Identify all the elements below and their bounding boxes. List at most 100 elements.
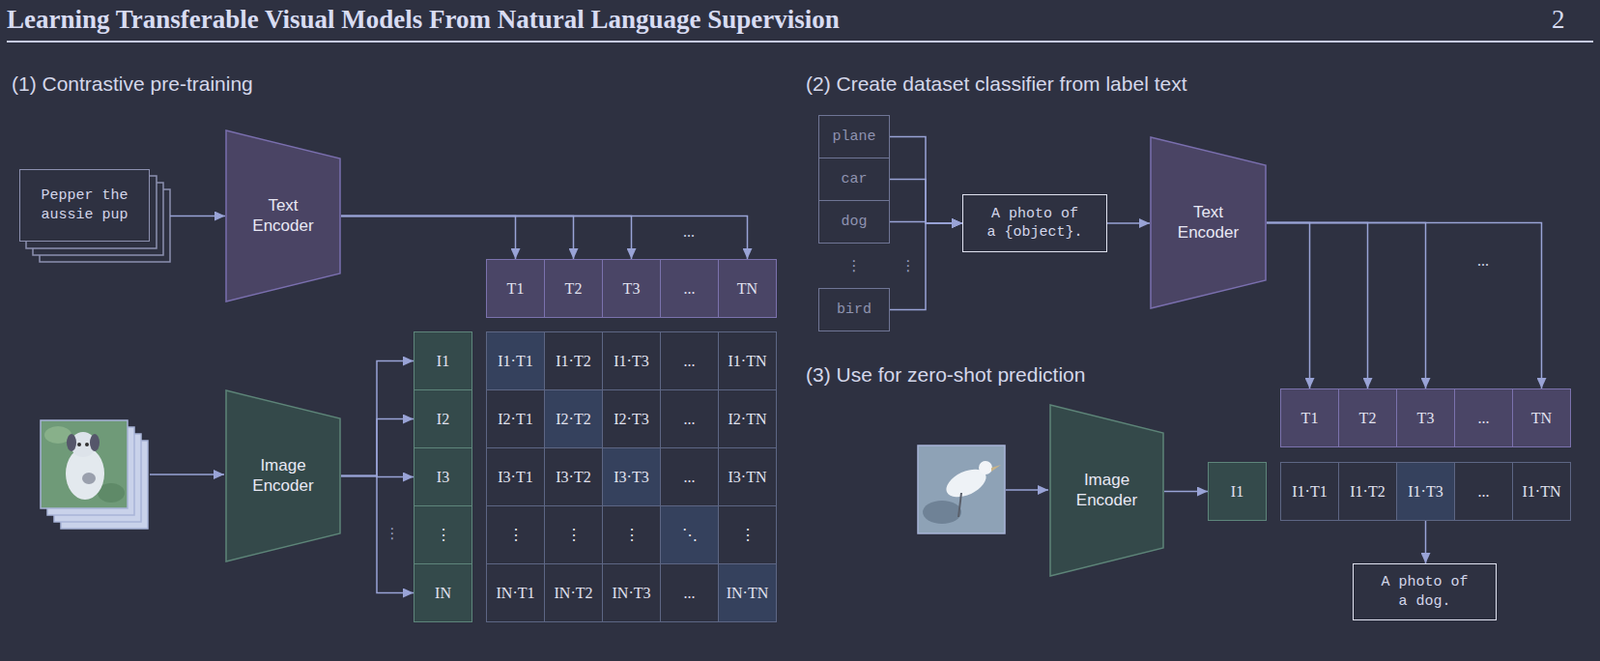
text-stack: ... (684, 352, 696, 371)
ellipsis: ⋮ (901, 257, 916, 275)
text-stack: I1·TN (1522, 483, 1562, 501)
prediction-box: A photo of a dog. (1352, 563, 1497, 621)
connector (341, 216, 516, 260)
text-stack: ⋮ (508, 525, 524, 544)
text-stack: T1 (1301, 409, 1319, 428)
text-stack: IN·TN (726, 584, 770, 602)
text-stack: I3·T1 (497, 468, 533, 486)
text-stack: T1 (507, 280, 525, 298)
similarity-cell: I1·T3 (601, 331, 661, 391)
node-text: ... (1478, 409, 1490, 428)
similarity-cell: I3·T2 (543, 447, 603, 507)
node-text: I2·T3 (613, 410, 649, 429)
text-embedding: T3 (1396, 388, 1456, 448)
connector (341, 361, 414, 477)
similarity-cell: I1·TN (1512, 461, 1572, 521)
connector (341, 476, 414, 594)
node-text: bird (836, 301, 872, 318)
text-stack: I1·T3 (613, 352, 649, 371)
text-stack: Text Encoder (1169, 202, 1249, 243)
text-stack: I1·TN (728, 352, 768, 371)
node-text: ... (684, 468, 696, 486)
text-stack: IN (434, 584, 452, 602)
node-text: ⋱ (682, 525, 698, 544)
similarity-cell: ... (1454, 461, 1514, 521)
text-stack: T2 (1359, 409, 1377, 428)
text-stack: I1·T3 (1407, 483, 1443, 501)
node-text: I2·T1 (497, 410, 533, 429)
image-embedding: IN (413, 563, 473, 623)
text-stack: Pepper the aussie pup (30, 186, 140, 225)
text-embedding: T3 (601, 258, 661, 318)
node-text: I1·T2 (1349, 483, 1385, 501)
image-embedding: ⋮ (413, 505, 473, 565)
connector (1266, 223, 1369, 390)
image-arrow (1005, 488, 1049, 491)
similarity-cell: ⋱ (659, 505, 719, 565)
ellipsis: ... (1477, 252, 1489, 270)
text-stack: I1 (1230, 483, 1244, 501)
node-text: IN·TN (726, 584, 770, 602)
title: Learning Transferable Visual Models From… (6, 4, 840, 35)
node-text: plane (831, 128, 876, 145)
connector (1425, 520, 1428, 564)
node-text: I1·T2 (555, 352, 591, 371)
similarity-cell: I3·T3 (601, 447, 661, 507)
text-stack: IN·T3 (612, 584, 652, 602)
text-stack: T2 (565, 280, 583, 298)
text-encoder: Text Encoder (1149, 136, 1267, 310)
text-stack: ... (684, 280, 696, 298)
similarity-cell: ... (659, 331, 719, 391)
similarity-cell: IN·T3 (601, 563, 661, 623)
ellipsis: ⋮ (385, 524, 400, 543)
node-text: T1 (507, 280, 525, 298)
image-embedding: I1 (413, 331, 473, 391)
node-text: I3·T3 (613, 468, 649, 486)
similarity-cell: IN·TN (717, 563, 777, 623)
connector (341, 216, 574, 260)
class-label: car (818, 157, 890, 201)
node-text: A photo of a {object}. (984, 204, 1086, 243)
connector (341, 419, 414, 477)
node-text: TN (1531, 409, 1552, 428)
similarity-cell: I1·TN (717, 331, 777, 391)
connector (1266, 223, 1311, 390)
text-stack: I2·TN (728, 410, 768, 429)
text-stack: I3·T3 (613, 468, 649, 486)
node-text: I1 (436, 352, 450, 371)
text-stack: ⋮ (566, 525, 582, 544)
image-embedding: I3 (413, 447, 473, 507)
similarity-cell: I1·T3 (1396, 461, 1456, 521)
node-text: ⋮ (435, 525, 452, 544)
text-encoder: Text Encoder (225, 129, 342, 303)
connector (341, 216, 632, 260)
connector (889, 137, 963, 225)
text-stack: I1·T2 (1349, 483, 1385, 501)
node-text: dog (840, 213, 867, 230)
class-label: dog (818, 200, 890, 244)
text-stack: I1·T2 (555, 352, 591, 371)
similarity-cell: I1·T2 (543, 331, 603, 391)
similarity-cell: I3·TN (717, 447, 777, 507)
text-stack: ⋱ (682, 525, 698, 544)
connector (1266, 223, 1427, 390)
node-text: IN (434, 584, 452, 602)
connector (889, 179, 963, 225)
similarity-cell: I3·T1 (485, 447, 545, 507)
node-text: Image Encoder (243, 456, 323, 496)
node-text: ⋮ (508, 525, 524, 544)
node-text: car (840, 171, 867, 188)
node-text: I2·T2 (555, 410, 591, 429)
text-stack: I1 (436, 352, 450, 371)
node-text: IN·T1 (496, 584, 536, 602)
text-stack: Image Encoder (243, 456, 323, 496)
ellipsis: ⋮ (847, 257, 862, 275)
text-stack: I2 (436, 410, 450, 429)
class-label: bird (818, 287, 890, 332)
node-text: T3 (623, 280, 641, 298)
text-stack: T3 (623, 280, 641, 298)
text-stack: A photo of a {object}. (984, 204, 1086, 243)
node-text: I1·T1 (1291, 483, 1327, 501)
page-number: 2 (1551, 4, 1566, 35)
